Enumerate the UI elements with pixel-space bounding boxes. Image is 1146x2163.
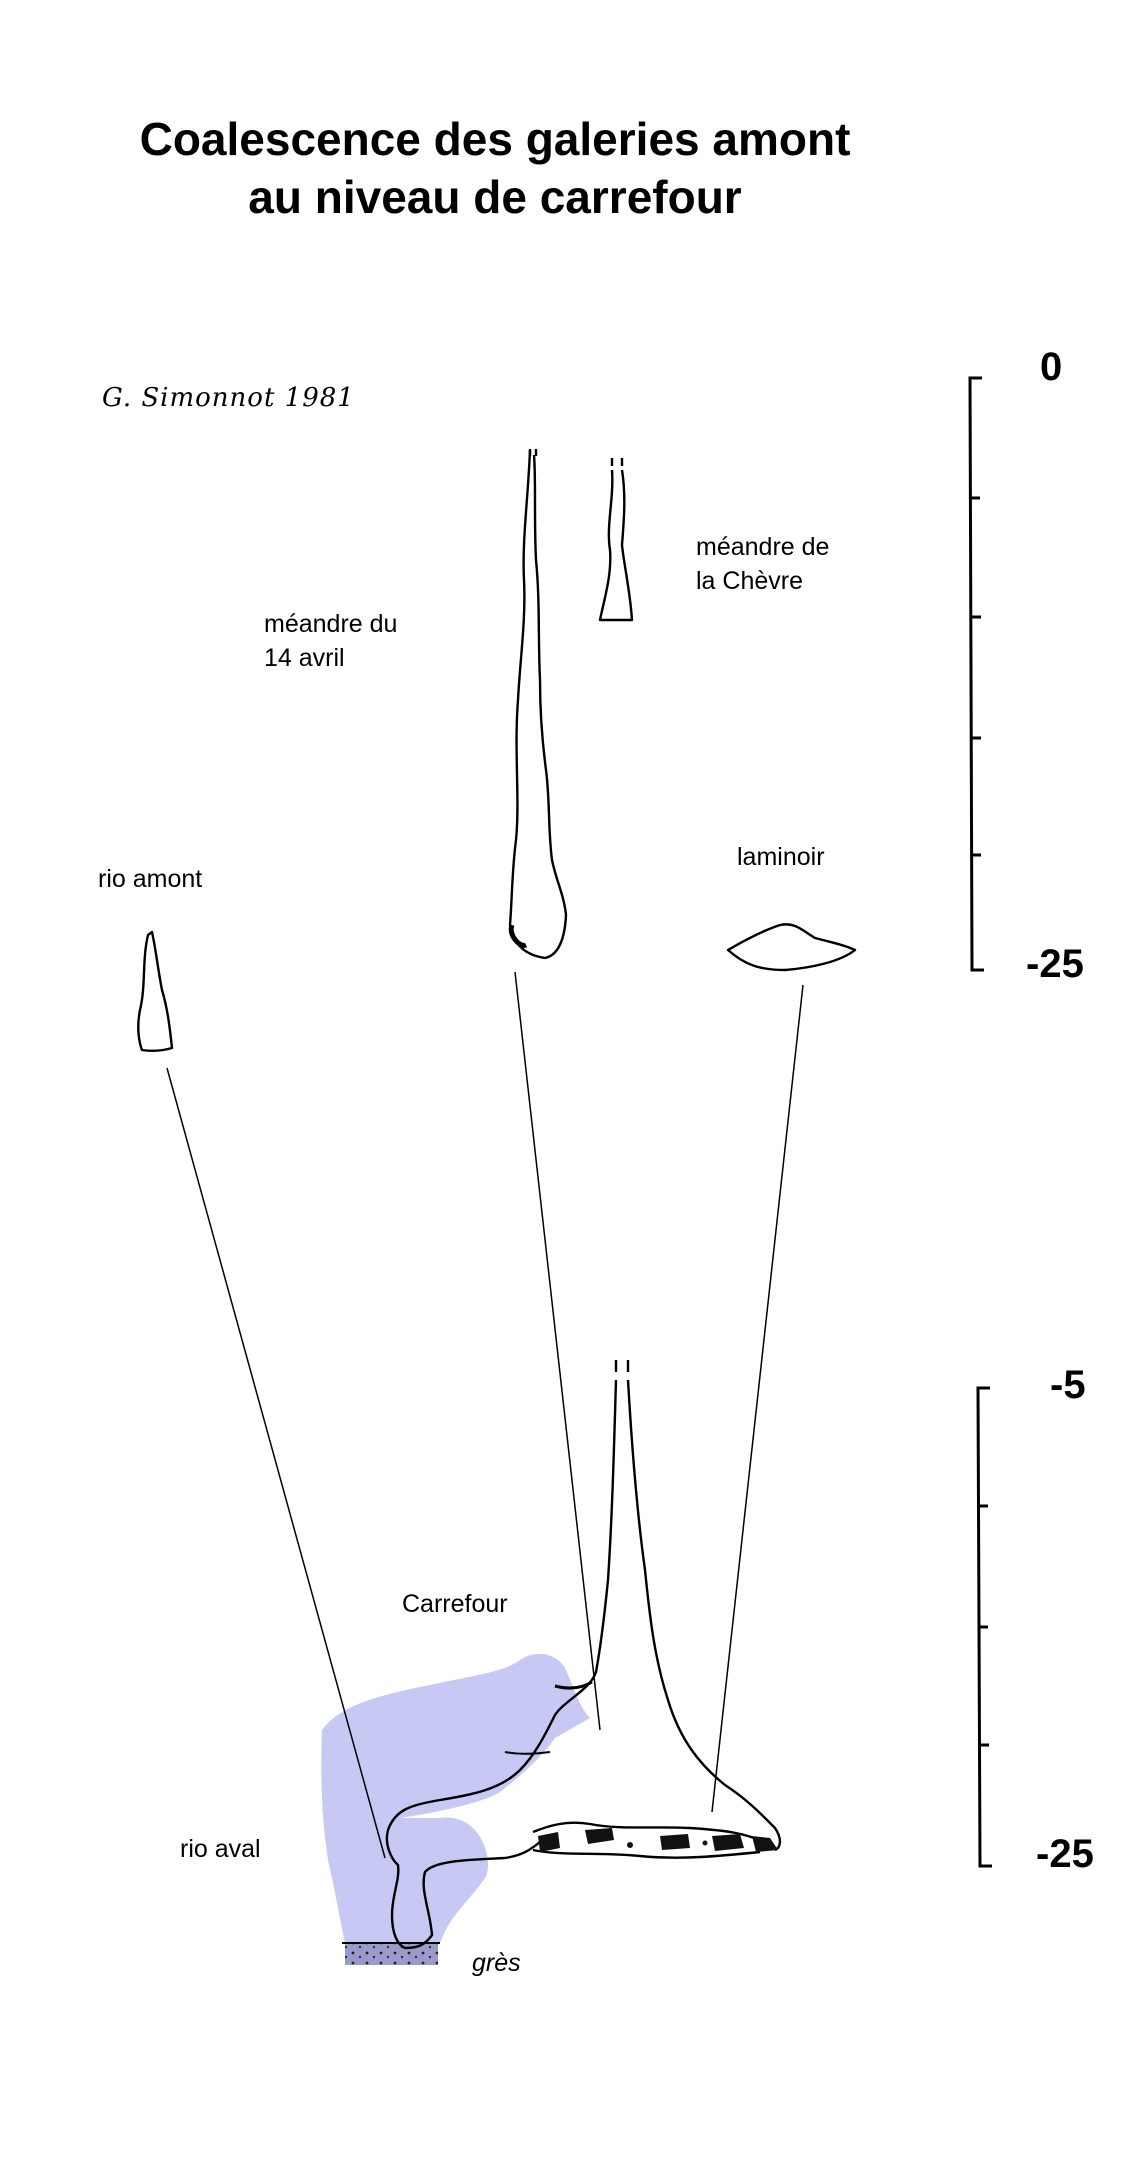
gallery-carrefour <box>385 1360 782 1950</box>
line-laminoir-to-carrefour <box>711 984 804 1813</box>
label-meandre-chevre-line-2: la Chèvre <box>696 567 803 595</box>
upper-depth-scale <box>968 376 984 972</box>
label-gres: grès <box>472 1949 521 1977</box>
gallery-meandre-chevre <box>598 458 634 622</box>
diagram-title-line-2: au niveau de carrefour <box>248 171 742 223</box>
label-laminoir: laminoir <box>737 843 825 871</box>
lower-scale-bottom-label: -25 <box>1036 1832 1094 1876</box>
connection-lines <box>166 971 804 1859</box>
label-rio-amont: rio amont <box>98 865 203 893</box>
label-rio-aval: rio aval <box>180 1835 261 1863</box>
diagram-title-line-1: Coalescence des galeries amont <box>139 113 851 165</box>
gallery-meandre-14-avril <box>508 449 568 960</box>
label-meandre-14-avril: méandre du 14 avril <box>264 607 397 675</box>
gallery-rio-amont <box>137 930 174 1053</box>
author-signature: G. Simonnot 1981 <box>102 383 355 413</box>
line-meandre-14-avril-to-carrefour <box>514 971 601 1731</box>
upper-scale-top-label: 0 <box>1040 345 1063 389</box>
gallery-laminoir <box>726 923 857 972</box>
lower-scale-top-label: -5 <box>1050 1363 1086 1407</box>
upper-scale-bottom-label: -25 <box>1026 942 1084 986</box>
label-carrefour: Carrefour <box>402 1590 508 1618</box>
carrefour-ceiling-blocks <box>538 1828 778 1852</box>
lower-depth-scale <box>976 1386 992 1868</box>
label-meandre-14-avril-line-2: 14 avril <box>264 644 345 672</box>
line-rio-amont-to-rio-aval <box>166 1067 386 1859</box>
label-meandre-14-avril-line-1: méandre du <box>264 610 398 638</box>
gres-dots <box>345 1943 438 1965</box>
label-meandre-chevre: méandre de la Chèvre <box>696 530 829 598</box>
label-meandre-chevre-line-1: méandre de <box>696 533 830 561</box>
